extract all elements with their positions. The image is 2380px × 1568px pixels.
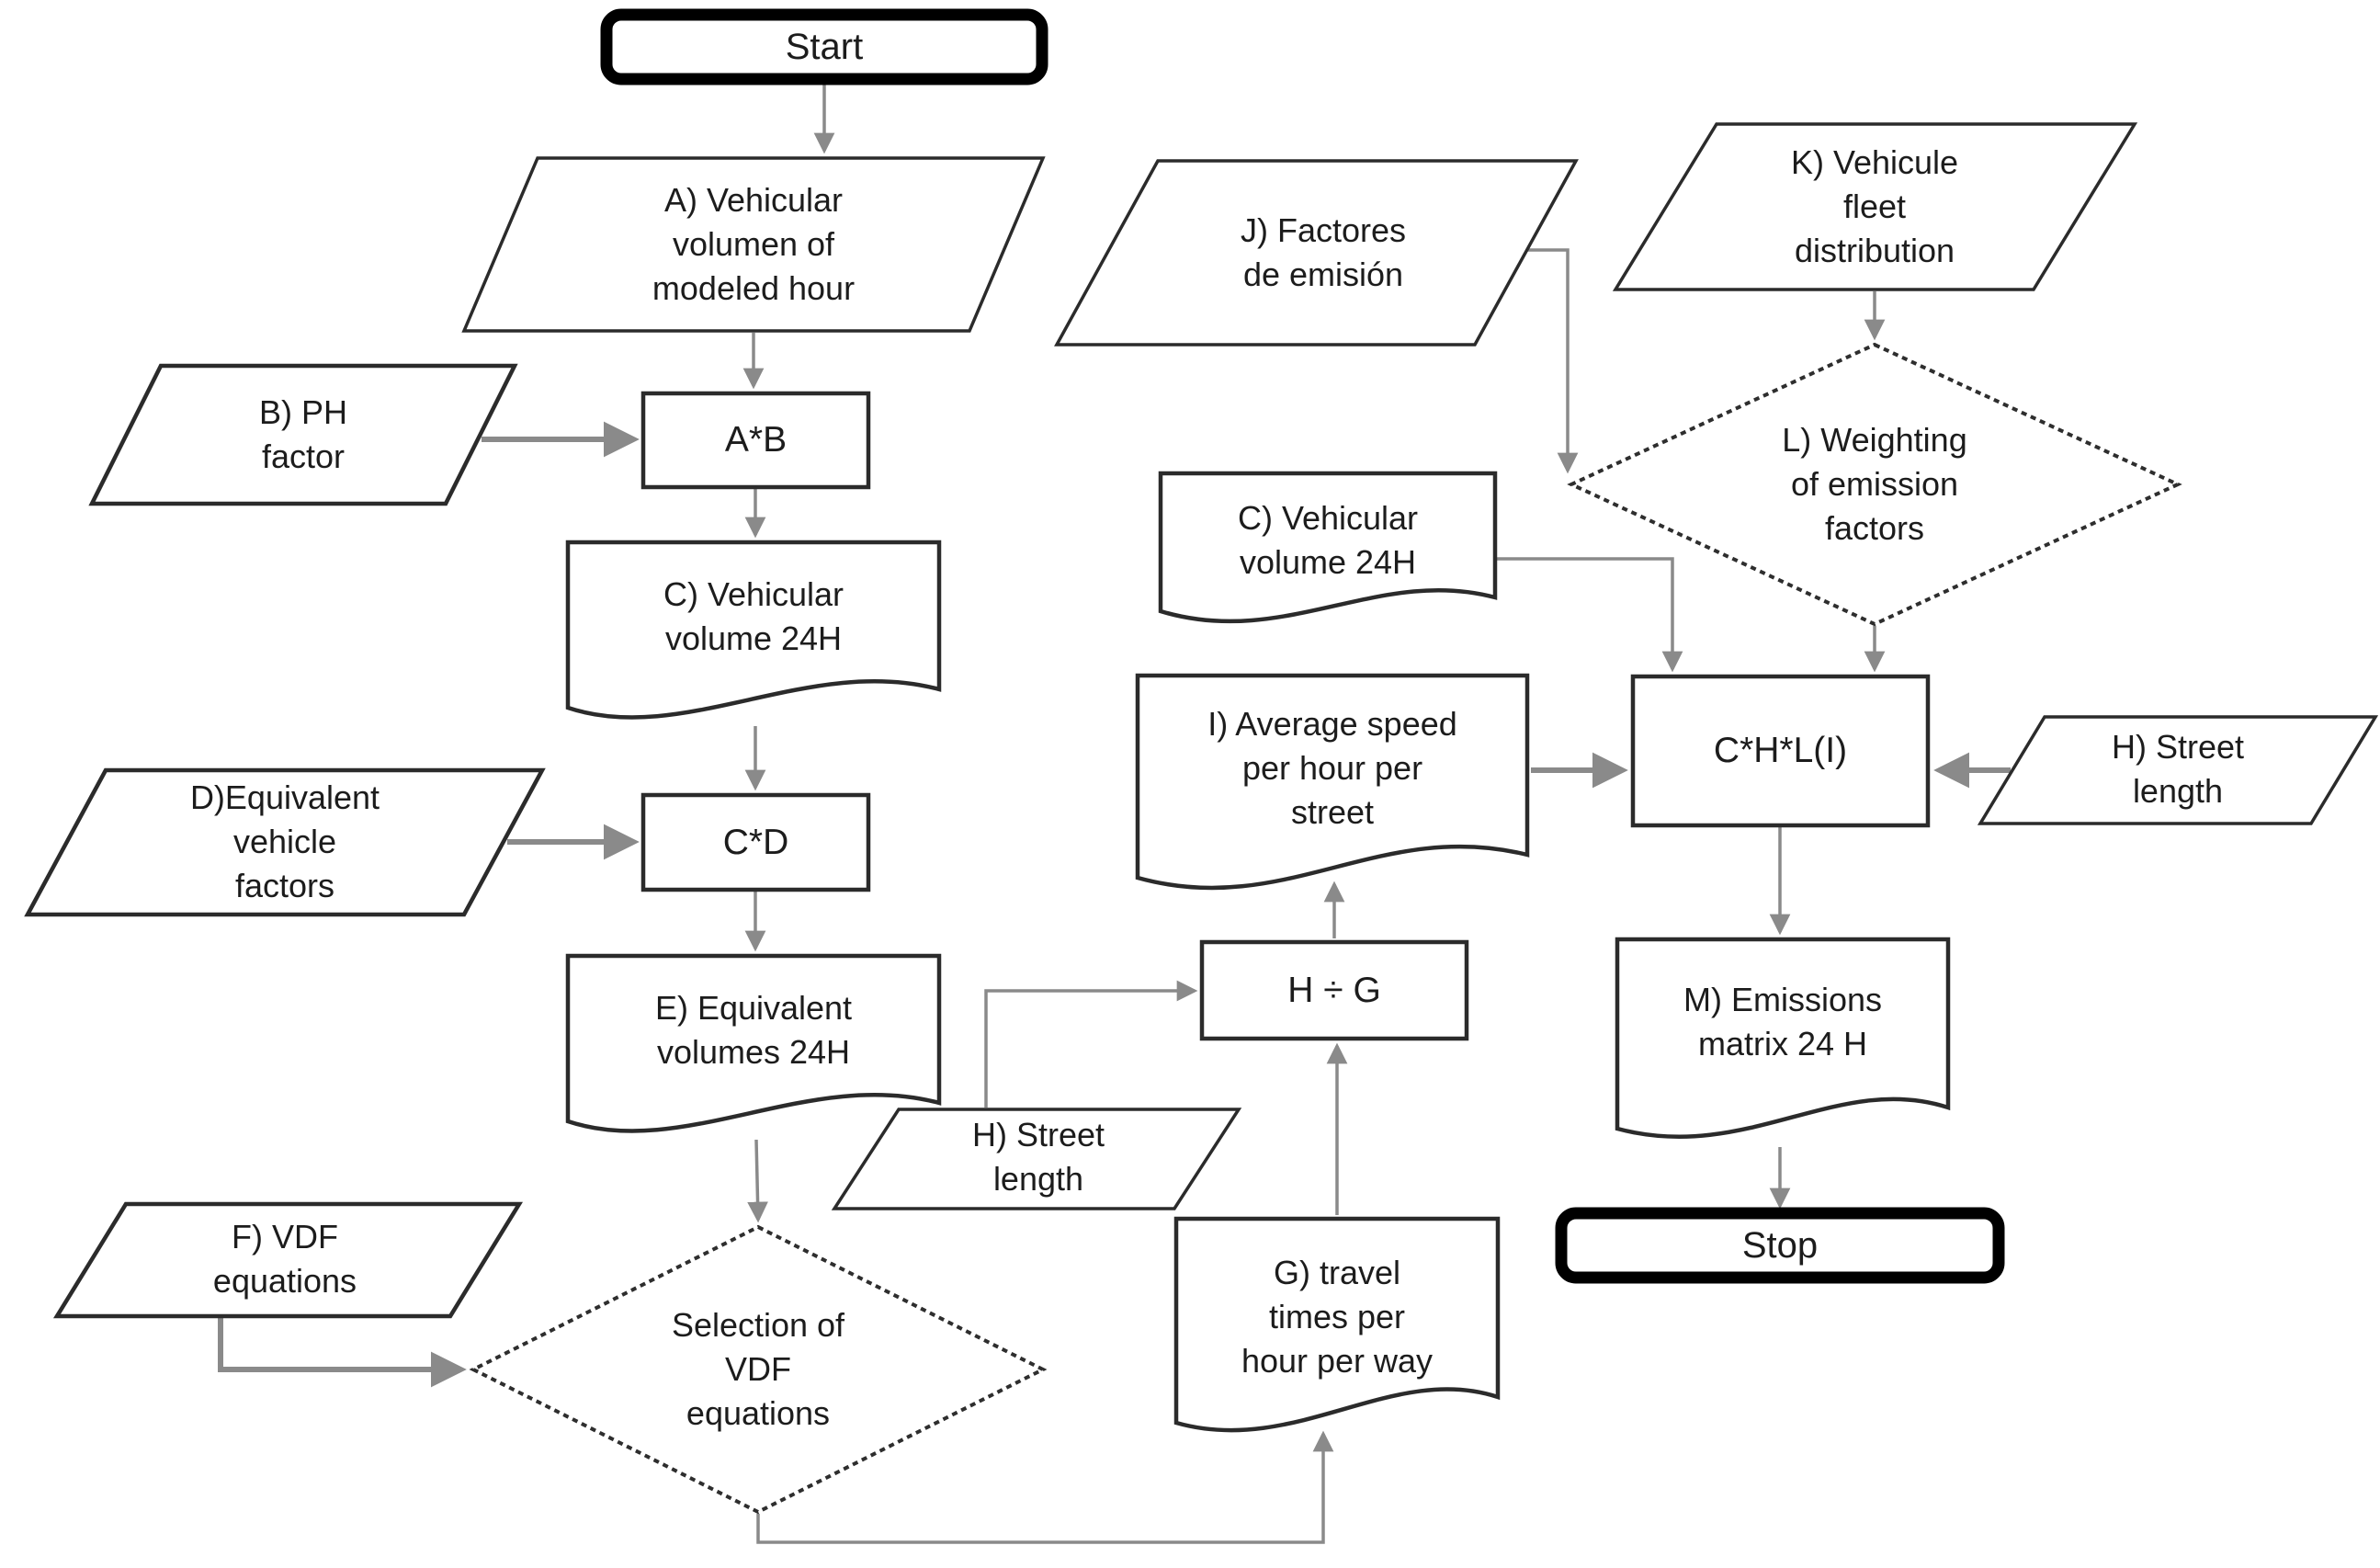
edge-h1-hg <box>984 980 1198 1108</box>
node-a-shape <box>461 156 1046 333</box>
node-j-shape <box>1054 159 1579 347</box>
node-hg-shape <box>1199 939 1469 1041</box>
edge-vdf-g <box>756 1430 1334 1544</box>
node-d-shape <box>24 767 546 917</box>
node-stop-shape <box>1555 1207 2005 1284</box>
node-vdf-shape <box>469 1224 1048 1515</box>
connectors <box>218 83 2011 1544</box>
node-h1-shape <box>831 1108 1242 1210</box>
node-g-shape <box>1173 1216 1501 1433</box>
node-h2-shape <box>1977 715 2379 825</box>
node-k-shape <box>1612 122 2138 291</box>
node-f-shape <box>52 1201 524 1319</box>
node-c2-shape <box>1158 471 1498 624</box>
node-chl-shape <box>1630 674 1931 828</box>
node-l-shape <box>1567 342 2182 627</box>
node-cd-shape <box>640 792 871 892</box>
node-ab-shape <box>640 391 871 490</box>
node-i-shape <box>1135 673 1530 891</box>
node-start-shape <box>600 8 1048 85</box>
node-m-shape <box>1615 937 1951 1139</box>
node-e-shape <box>565 953 942 1133</box>
node-c-shape <box>565 540 942 720</box>
edge-j-l <box>1527 248 1579 474</box>
edge-c2-chl <box>1495 557 1683 673</box>
node-b-shape <box>88 363 518 506</box>
shapes <box>24 8 2379 1515</box>
edge-e-vdf <box>747 1139 768 1223</box>
edge-f-vdf <box>218 1318 467 1388</box>
